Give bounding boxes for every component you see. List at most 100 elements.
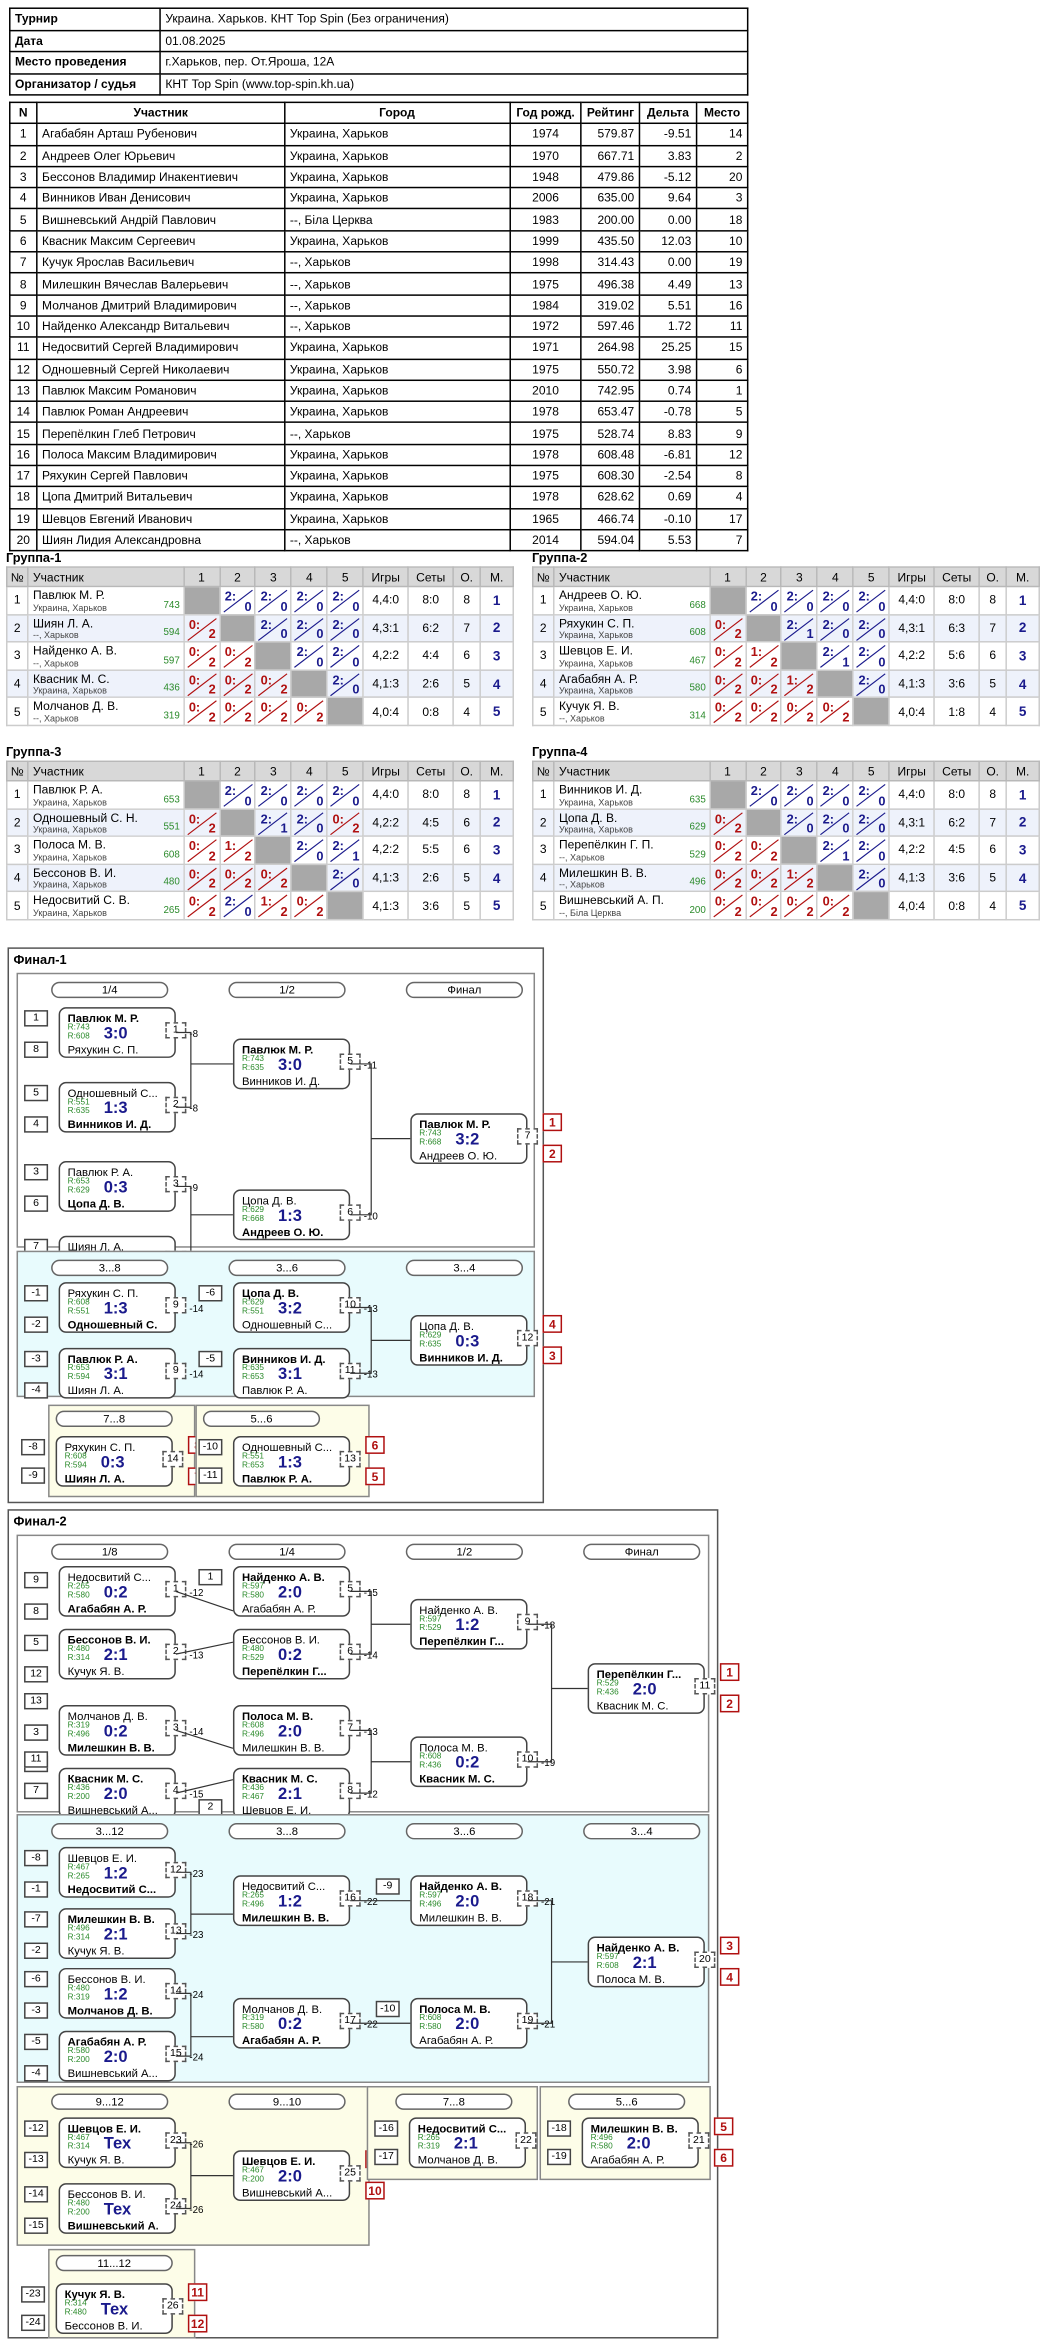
- match-player-top: Винников И. Д.: [241, 1352, 326, 1366]
- player-cell: 4: [695, 486, 749, 510]
- group-row-number: 2: [6, 613, 29, 643]
- group-header-cell: Игры: [362, 760, 409, 782]
- players-header-cell: Дельта: [638, 101, 698, 125]
- match-number: 10: [339, 1297, 361, 1314]
- match-number: 9: [165, 1297, 187, 1314]
- score-left: 2:: [786, 588, 799, 604]
- players-header-cell: Участник: [36, 101, 286, 125]
- bracket-lines: [175, 2142, 233, 2210]
- group-score-cell: 0:2: [182, 891, 221, 921]
- match-player-top: Найденко А. В.: [419, 1879, 503, 1894]
- score-left: 2:: [296, 616, 308, 632]
- score-right: 0: [352, 598, 360, 614]
- player-cell: 9.64: [638, 187, 698, 210]
- group-games: 4,1:3: [888, 669, 935, 699]
- score-left: 0:: [750, 672, 763, 688]
- score-right: 2: [208, 903, 216, 919]
- place-top: 6: [365, 1435, 385, 1454]
- score-left: 2:: [260, 588, 273, 604]
- match-number: 12: [516, 1329, 539, 1347]
- match-score: 2:0: [626, 2135, 651, 2154]
- player-cell: Украина, Харьков: [283, 229, 511, 253]
- score-left: 0:: [224, 866, 237, 882]
- score-right: 2: [806, 876, 814, 892]
- group-score-cell: 1:2: [744, 641, 783, 671]
- match-player-top: Милешкин В. В.: [67, 1912, 155, 1927]
- match-score: 2:0: [278, 1583, 302, 1602]
- place-bottom: 2: [719, 1694, 740, 1713]
- group-sets: 2:6: [407, 669, 454, 699]
- score-right: 0: [806, 598, 814, 614]
- player-cell: 15: [9, 422, 38, 445]
- player-cell: 8: [9, 272, 38, 296]
- loser-reference: -12: [363, 1790, 378, 1801]
- group-diagonal-cell: [708, 585, 747, 616]
- score-right: 0: [316, 792, 324, 808]
- group-score-cell: 2:0: [816, 807, 855, 838]
- score-left: 2:: [786, 782, 799, 798]
- group-header-cell: 3: [780, 760, 819, 782]
- match-score: 0:2: [103, 1583, 128, 1602]
- match-number: 20: [694, 1951, 716, 1968]
- group-diagonal-cell: [852, 696, 890, 727]
- player-cell: 8: [695, 464, 749, 488]
- player-cell: 1975: [508, 272, 583, 296]
- loser-reference: -9: [189, 1183, 199, 1194]
- round-label: 1/2: [405, 1543, 523, 1561]
- player-cell: 25.25: [638, 336, 698, 360]
- match-player-top: Бессонов В. И.: [67, 1633, 151, 1647]
- group-score-cell: 2:0: [852, 613, 890, 643]
- player-cell: -2.54: [638, 464, 698, 488]
- match-number: 16: [339, 1890, 361, 1907]
- match-player-bottom: Молчанов Д. В.: [417, 2153, 498, 2167]
- participant-rating: 265: [163, 905, 180, 916]
- group-header-cell: 2: [218, 566, 257, 588]
- group-row-number: 1: [532, 585, 555, 616]
- score-left: 2:: [822, 782, 834, 798]
- group-points: 5: [452, 669, 481, 699]
- match-rating-bottom: R:496: [67, 1730, 90, 1740]
- group-score-cell: 0:2: [708, 807, 747, 838]
- match-score: 3:2: [455, 1131, 480, 1150]
- player-cell: Украина, Харьков: [283, 486, 511, 510]
- match-number: 22: [515, 2132, 537, 2149]
- player-cell: 1975: [508, 422, 583, 445]
- match-rating-bottom: R:436: [596, 1688, 619, 1698]
- group-score-cell: 1:2: [780, 863, 819, 893]
- round-label: 7...8: [55, 1410, 173, 1428]
- group-sets: 8:0: [933, 585, 980, 616]
- match-player-top: Милешкин В. В.: [590, 2121, 678, 2136]
- player-cell: Бессонов Владимир Инакентиевич: [36, 165, 286, 189]
- score-right: 0: [316, 820, 324, 836]
- match-player-bottom: Бессонов В. И.: [64, 2319, 143, 2333]
- group-header-cell: 5: [852, 566, 890, 588]
- group-games: 4,4:0: [888, 585, 935, 616]
- group-score-cell: 0:2: [780, 696, 819, 727]
- place-bottom: 10: [365, 2181, 385, 2200]
- match-player-bottom: Ряхукин С. П.: [67, 1042, 139, 1057]
- group-header-cell: №: [532, 566, 555, 588]
- group-header-cell: Сеты: [933, 566, 980, 588]
- group-header-cell: 1: [182, 566, 221, 588]
- player-cell: 16: [9, 443, 38, 467]
- match-player-bottom: Павлюк Р. А.: [241, 1471, 313, 1486]
- seed-number: 4: [24, 1116, 49, 1133]
- player-cell: 608.48: [580, 443, 641, 467]
- match-player-top: Павлюк М. Р.: [241, 1042, 314, 1057]
- participant-name: Цопа Д. В.: [559, 810, 618, 825]
- match-number: 10: [516, 1751, 539, 1768]
- round-label: 7...8: [395, 2093, 513, 2110]
- match-rating-top: R:551: [241, 1452, 265, 1462]
- player-cell: 2014: [508, 528, 583, 552]
- score-left: 0:: [188, 672, 201, 688]
- player-cell: 1970: [508, 144, 583, 168]
